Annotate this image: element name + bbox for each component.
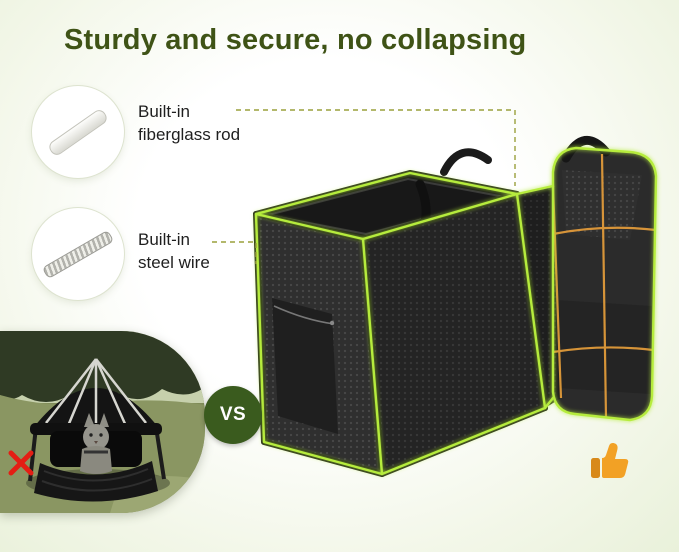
steel-wire-label: Built-in steel wire [138, 228, 210, 274]
steel-wire-highlight [551, 153, 657, 419]
steel-wire-badge [32, 208, 124, 300]
label-line: fiberglass rod [138, 125, 241, 144]
fiberglass-rod-icon [46, 106, 110, 158]
fiberglass-frame-highlight [254, 146, 658, 476]
collapsed-carrier-photo [0, 331, 205, 513]
fiberglass-rod-label: Built-in fiberglass rod [138, 100, 240, 146]
expanded-mesh-box [256, 148, 545, 474]
leader-lines [212, 109, 516, 264]
cat [80, 413, 112, 474]
label-line: Built-in [138, 102, 190, 121]
fiberglass-rod-badge [32, 86, 124, 178]
expansion-tunnel [517, 186, 561, 408]
thumbs-up-icon [591, 442, 629, 478]
label-line: steel wire [138, 253, 210, 272]
vs-badge: VS [204, 386, 262, 444]
collapsed-carrier [28, 358, 166, 502]
front-pocket [272, 298, 338, 434]
vs-label: VS [219, 404, 247, 425]
cat-in-collapsed-carrier [0, 331, 205, 513]
carry-handle [561, 136, 611, 163]
x-mark-icon [8, 450, 34, 476]
steel-wire-icon [41, 229, 115, 279]
page-title: Sturdy and secure, no collapsing [64, 24, 527, 56]
label-line: Built-in [138, 230, 190, 249]
